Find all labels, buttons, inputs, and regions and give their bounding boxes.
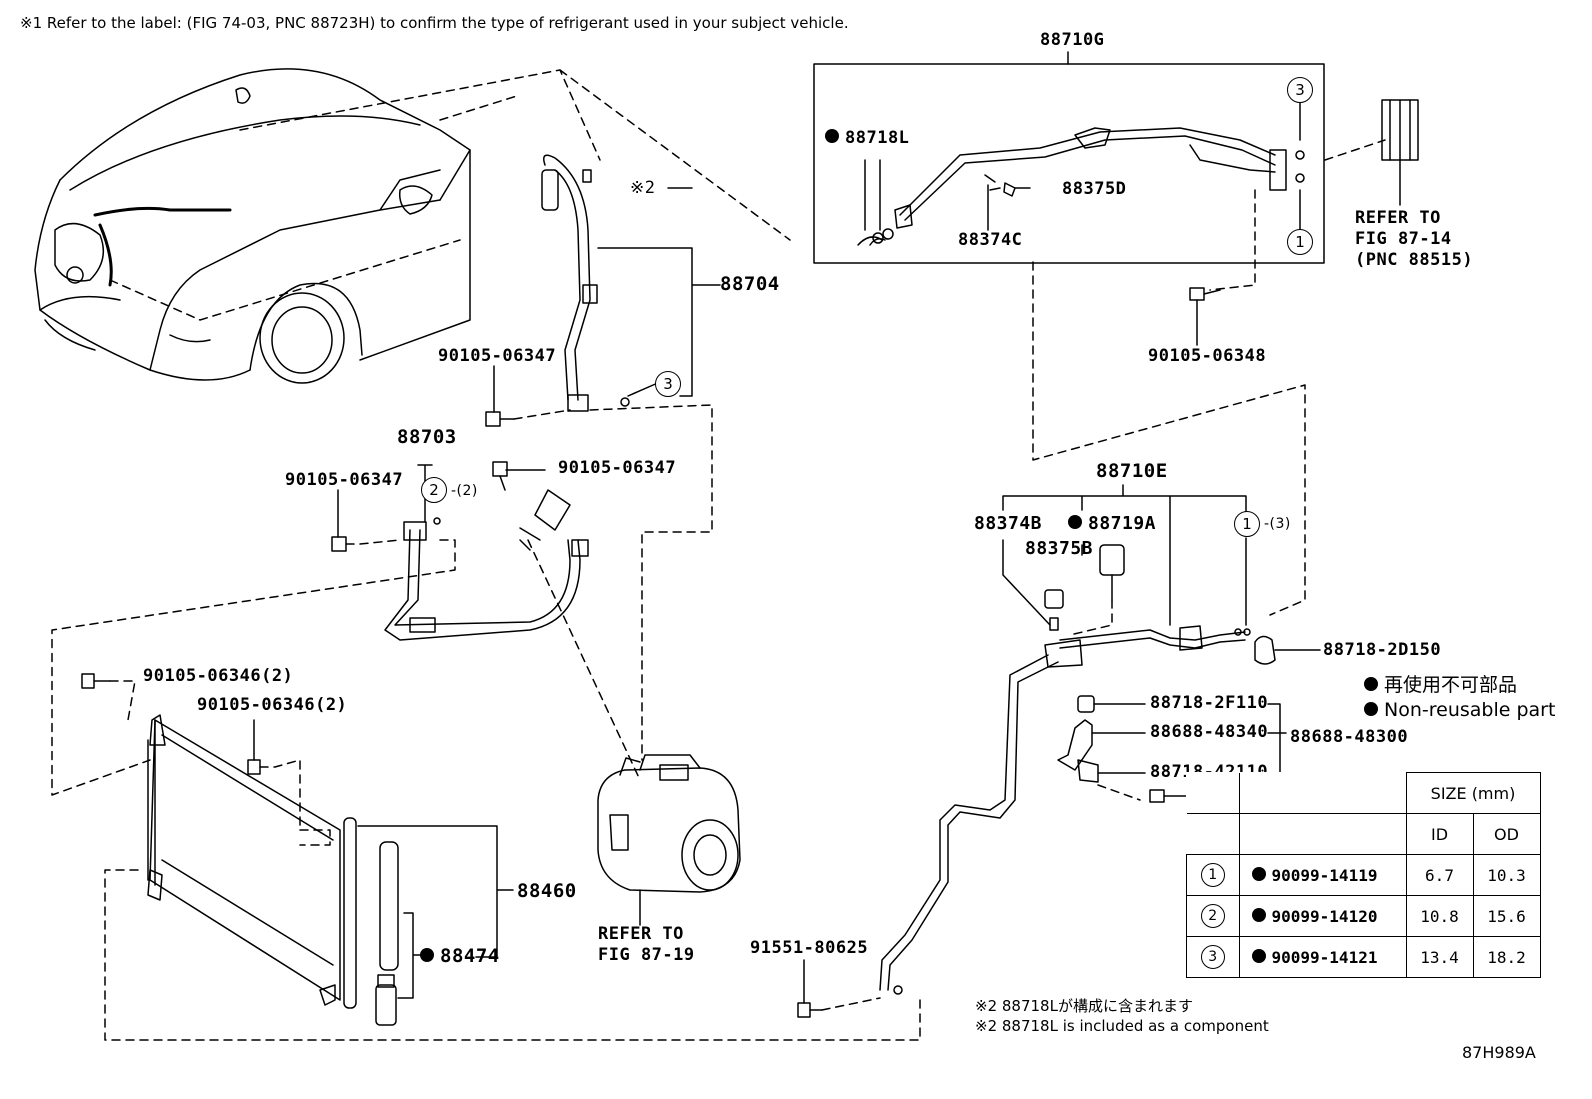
ref-circle: 3 — [1200, 945, 1225, 969]
label-88704[interactable]: 88704 — [720, 273, 780, 295]
callout-1-pipe: 1 — [1234, 511, 1260, 537]
label-88460[interactable]: 88460 — [517, 880, 577, 902]
vehicle-illustration — [34, 68, 471, 384]
label-90105-06347-c[interactable]: 90105-06347 — [285, 470, 404, 490]
od-cell: 15.6 — [1472, 895, 1541, 937]
ref-circle: 2 — [1200, 904, 1225, 928]
leader-car — [239, 69, 601, 161]
table-blank — [1239, 813, 1407, 855]
label-88375D[interactable]: 88375D — [1062, 179, 1127, 199]
label-88718L[interactable]: 88718L — [825, 128, 910, 148]
table-blank — [1239, 772, 1407, 814]
callout-2-hose: 2 — [421, 477, 447, 503]
footnote-jp: ※2 88718Lが構成に含まれます — [975, 997, 1193, 1015]
oring-size-table: SIZE (mm) ID OD 1 90099-14119 6.7 10.3 2… — [1186, 772, 1541, 978]
ref-circle: 1 — [1200, 863, 1225, 887]
non-reusable-dot-icon — [1251, 867, 1266, 881]
label-88474[interactable]: 88474 — [420, 947, 500, 966]
od-cell: 10.3 — [1472, 854, 1541, 896]
label-90105-06348-top[interactable]: 90105-06348 — [1148, 346, 1267, 366]
label-paren-2: -(2) — [451, 483, 478, 499]
label-90105-06346-b[interactable]: 90105-06346(2) — [197, 695, 348, 715]
legend-dot-icon — [1364, 701, 1378, 716]
part-number: 90099-14119 — [1271, 865, 1378, 885]
label-star2: ※2 — [630, 178, 656, 198]
label-88719A-text: 88719A — [1088, 513, 1157, 534]
non-reusable-dot-icon — [825, 129, 839, 143]
label-88474-text: 88474 — [440, 945, 500, 967]
part-number-cell[interactable]: 90099-14120 — [1238, 895, 1407, 937]
col-id: ID — [1405, 813, 1474, 855]
label-90105-06347-a[interactable]: 90105-06347 — [438, 346, 557, 366]
callout-3-top: 3 — [1287, 77, 1313, 103]
od-cell: 18.2 — [1472, 936, 1541, 978]
label-88703[interactable]: 88703 — [397, 426, 457, 448]
figure-id: 87H989A — [1462, 1043, 1536, 1062]
refer-line-1: REFER TO — [1355, 208, 1441, 228]
label-88710G[interactable]: 88710G — [1040, 30, 1105, 50]
table-row: 3 90099-14121 13.4 18.2 — [1186, 936, 1541, 978]
callout-1-top: 1 — [1287, 229, 1313, 255]
part-number-cell[interactable]: 90099-14119 — [1238, 854, 1407, 896]
legend-dot-icon — [1364, 676, 1378, 691]
legend-jp: 再使用不可部品 — [1364, 676, 1517, 695]
non-reusable-dot-icon — [1251, 908, 1266, 922]
part-number: 90099-14120 — [1271, 906, 1378, 926]
refer-line-2: FIG 87-14 — [1355, 229, 1452, 249]
refer-19-line-2: FIG 87-19 — [598, 945, 695, 965]
condenser-illustration — [147, 714, 399, 1026]
non-reusable-dot-icon — [1251, 949, 1266, 963]
table-row: 1 90099-14119 6.7 10.3 — [1186, 854, 1541, 896]
legend-en: Non-reusable part — [1364, 701, 1555, 720]
callout-3-hose: 3 — [655, 371, 681, 397]
id-cell: 10.8 — [1405, 895, 1474, 937]
label-90105-06346-a[interactable]: 90105-06346(2) — [143, 666, 294, 686]
label-88710E[interactable]: 88710E — [1096, 460, 1168, 482]
refrigerant-note: ※1 Refer to the label: (FIG 74-03, PNC 8… — [20, 14, 849, 32]
table-blank — [1186, 813, 1240, 855]
refer-line-3: (PNC 88515) — [1355, 250, 1474, 270]
label-88688-48300[interactable]: 88688-48300 — [1290, 727, 1409, 747]
non-reusable-dot-icon — [1068, 515, 1082, 529]
box-88710G — [813, 63, 1325, 264]
label-88688-48340[interactable]: 88688-48340 — [1150, 722, 1269, 742]
col-od: OD — [1472, 813, 1541, 855]
label-paren-3: -(3) — [1264, 516, 1291, 532]
refer-19-line-1: REFER TO — [598, 924, 684, 944]
table-row: 2 90099-14120 10.8 15.6 — [1186, 895, 1541, 937]
label-88375B[interactable]: 88375B — [1025, 538, 1094, 559]
footnote-en: ※2 88718L is included as a component — [975, 1017, 1269, 1035]
compressor-illustration — [597, 754, 741, 893]
label-88374C[interactable]: 88374C — [958, 230, 1023, 250]
size-header: SIZE (mm) — [1405, 772, 1541, 814]
label-90105-06347-b[interactable]: 90105-06347 — [558, 458, 677, 478]
legend-jp-text: 再使用不可部品 — [1384, 674, 1518, 696]
id-cell: 13.4 — [1405, 936, 1474, 978]
part-number: 90099-14121 — [1271, 947, 1378, 967]
label-88718L-text: 88718L — [845, 128, 910, 148]
label-88374B[interactable]: 88374B — [974, 513, 1043, 534]
table-blank — [1186, 772, 1240, 814]
label-88718-2D150[interactable]: 88718-2D150 — [1323, 640, 1442, 660]
label-88719A[interactable]: 88719A — [1068, 515, 1156, 533]
label-91551-80625[interactable]: 91551-80625 — [750, 938, 869, 958]
label-88718-2F110[interactable]: 88718-2F110 — [1150, 693, 1269, 713]
non-reusable-dot-icon — [420, 947, 434, 962]
legend-en-text: Non-reusable part — [1384, 699, 1556, 721]
part-number-cell[interactable]: 90099-14121 — [1238, 936, 1407, 978]
id-cell: 6.7 — [1405, 854, 1474, 896]
